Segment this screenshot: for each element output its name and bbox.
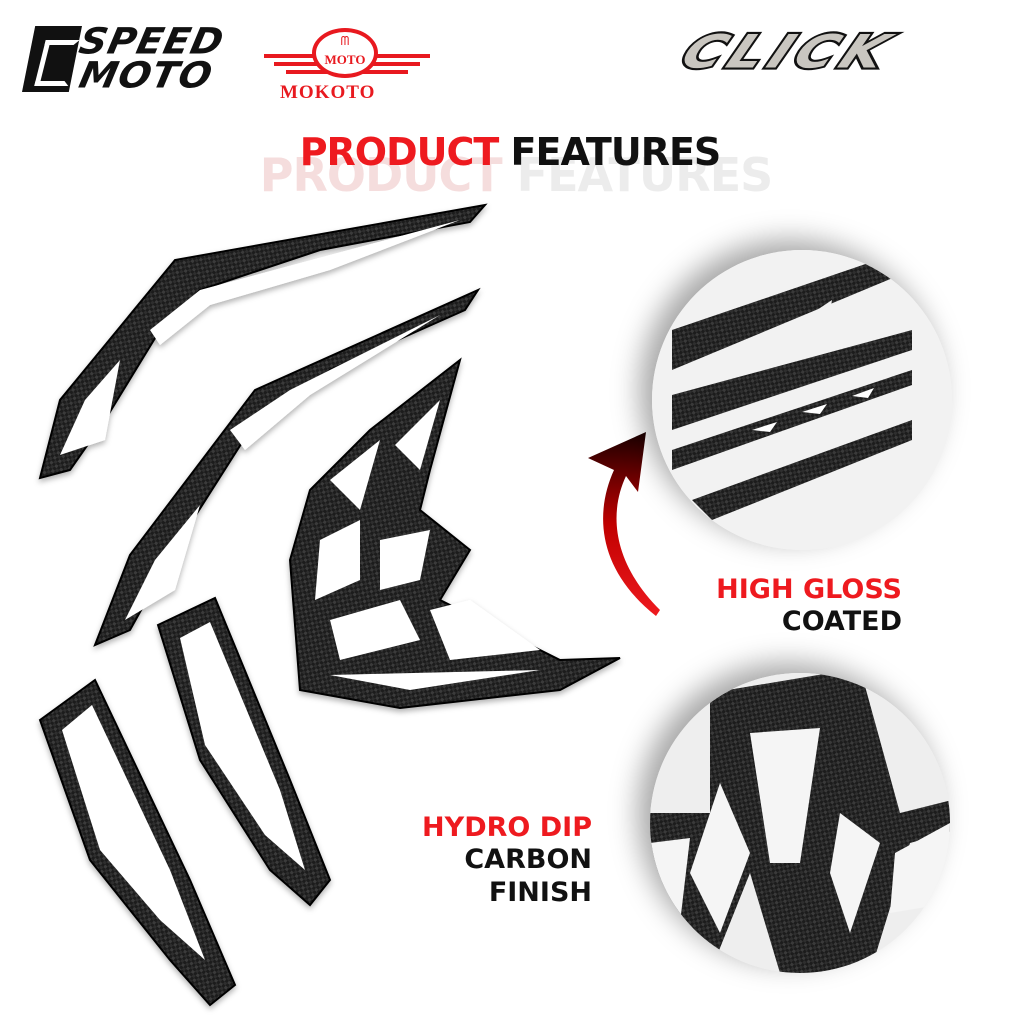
heading-shadow-part2: FEATURES <box>516 148 774 202</box>
feature-high-gloss: HIGH GLOSS COATED <box>640 574 902 639</box>
feature-hydro-dip-line3: FINISH <box>488 876 592 908</box>
click-model-logo: CLICK <box>588 22 988 82</box>
mokoto-badge-text: MOTO <box>324 52 366 67</box>
feature-hydro-dip-line1: HYDRO DIP <box>422 812 592 843</box>
heading-shadow-part1: PRODUCT <box>259 148 503 202</box>
upper-side-trim-left <box>38 203 488 480</box>
speedmoto-logo-line1: SPEED <box>75 20 229 62</box>
page-title: PRODUCT FEATURES <box>270 130 750 174</box>
curved-arrow-icon <box>588 432 660 616</box>
feature-hydro-dip: HYDRO DIP CARBON FINISH <box>400 812 592 909</box>
mokoto-logo: ᗰ MOTO MOKOTO <box>262 22 432 103</box>
hydro-dip-closeup-image <box>650 673 950 973</box>
high-gloss-closeup-image <box>652 250 952 550</box>
feature-hydro-dip-line2: CARBON <box>464 844 592 876</box>
product-parts-image <box>38 203 621 1007</box>
feature-high-gloss-line2: COATED <box>781 606 902 638</box>
m-emblem-icon: ᗰ <box>340 34 350 48</box>
lower-trim-left <box>38 678 237 1007</box>
upper-side-trim-right <box>93 287 481 647</box>
speedmoto-logo-line2: MOTO <box>75 54 217 96</box>
speedmoto-s-mark-icon <box>22 26 82 92</box>
page-title-part1: PRODUCT <box>299 130 500 174</box>
mokoto-badge: ᗰ MOTO <box>312 28 378 78</box>
lower-trim-right <box>156 596 332 907</box>
speedmoto-logo: SPEED MOTO <box>22 20 252 102</box>
click-logo-text: CLICK <box>671 22 906 80</box>
mokoto-name: MOKOTO <box>280 82 376 103</box>
front-grille-cover <box>288 357 621 710</box>
heading-shadow: PRODUCT FEATURES <box>236 148 796 202</box>
page-title-part2: FEATURES <box>510 130 722 174</box>
feature-high-gloss-line1: HIGH GLOSS <box>716 574 902 605</box>
